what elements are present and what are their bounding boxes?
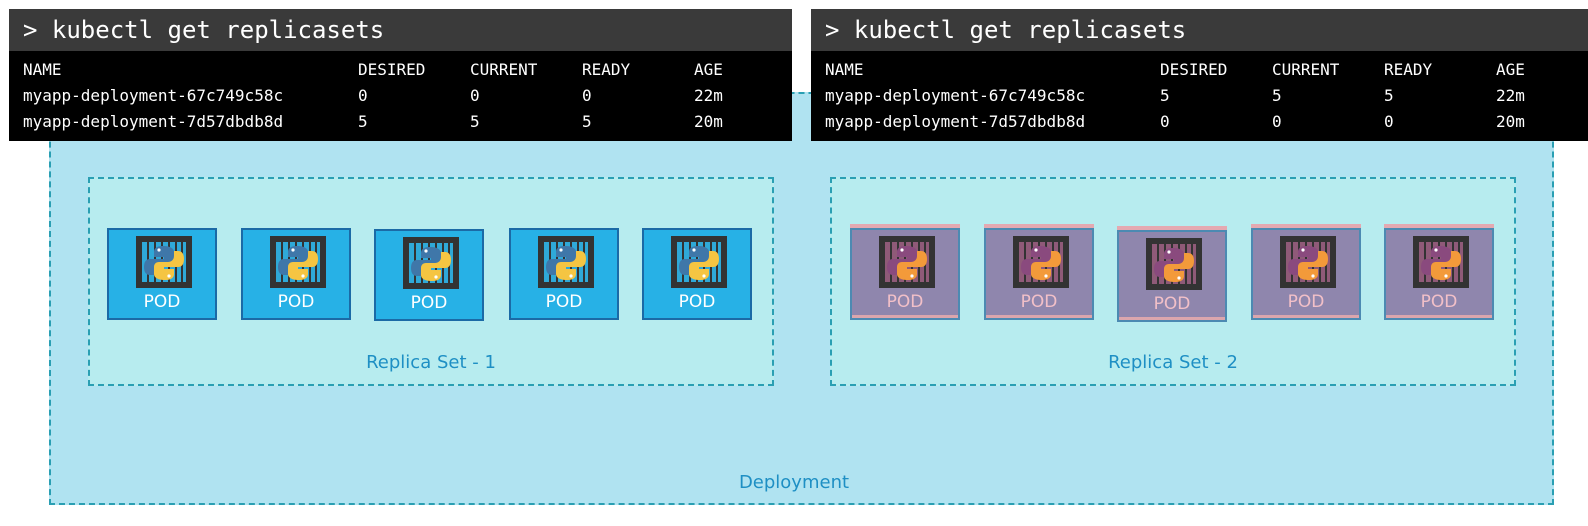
column-header: NAME: [825, 60, 864, 79]
pod-label: POD: [1153, 294, 1191, 314]
replicaset-table: NAME DESIRED CURRENT READY AGE myapp-dep…: [825, 59, 1525, 137]
pod-label: POD: [886, 292, 924, 312]
pod-rs1-5: POD: [642, 228, 752, 320]
pod-rs2-1: POD: [850, 228, 960, 320]
pod-label: POD: [545, 292, 583, 312]
pod-rs2-3: POD: [1117, 230, 1227, 322]
table-cell: 0: [1160, 112, 1170, 131]
table-cell: 5: [470, 112, 480, 131]
python-container-icon: [1280, 236, 1336, 288]
pod-label: POD: [1287, 292, 1325, 312]
column-header: READY: [1384, 60, 1433, 79]
table-header-row: NAME DESIRED CURRENT READY AGE: [825, 59, 1525, 85]
terminal-command: > kubectl get replicasets: [811, 9, 1588, 51]
column-header: AGE: [694, 60, 723, 79]
pod-rs2-2: POD: [984, 228, 1094, 320]
python-container-icon: [671, 236, 727, 288]
table-row: myapp-deployment-67c749c58c 5 5 5 22m: [825, 85, 1525, 111]
replica-set-1-label: Replica Set - 1: [366, 352, 496, 373]
table-row: myapp-deployment-7d57dbdb8d 0 0 0 20m: [825, 111, 1525, 137]
table-cell: 0: [470, 86, 480, 105]
replica-set-2-label: Replica Set - 2: [1108, 352, 1238, 373]
table-cell: 5: [1384, 86, 1394, 105]
pod-rs2-4: POD: [1251, 228, 1361, 320]
table-cell: 0: [582, 86, 592, 105]
table-cell: 0: [1384, 112, 1394, 131]
table-cell: 22m: [694, 86, 723, 105]
pod-rs1-2: POD: [241, 228, 351, 320]
table-cell: myapp-deployment-7d57dbdb8d: [825, 112, 1086, 131]
terminal-1: > kubectl get replicasets NAME DESIRED C…: [9, 9, 792, 141]
table-cell: myapp-deployment-67c749c58c: [23, 86, 284, 105]
column-header: CURRENT: [470, 60, 538, 79]
column-header: CURRENT: [1272, 60, 1340, 79]
column-header: DESIRED: [358, 60, 426, 79]
python-container-icon: [1146, 238, 1202, 290]
column-header: READY: [582, 60, 631, 79]
python-container-icon: [1413, 236, 1469, 288]
python-container-icon: [403, 237, 459, 289]
table-cell: 5: [1272, 86, 1282, 105]
pod-label: POD: [410, 293, 448, 313]
pod-label: POD: [678, 292, 716, 312]
terminal-2: > kubectl get replicasets NAME DESIRED C…: [811, 9, 1588, 141]
pod-label: POD: [1420, 292, 1458, 312]
table-cell: myapp-deployment-7d57dbdb8d: [23, 112, 284, 131]
deployment-label: Deployment: [738, 472, 850, 493]
table-row: myapp-deployment-7d57dbdb8d 5 5 5 20m: [23, 111, 723, 137]
table-cell: 5: [1160, 86, 1170, 105]
table-cell: myapp-deployment-67c749c58c: [825, 86, 1086, 105]
pod-rs2-5: POD: [1384, 228, 1494, 320]
pod-label: POD: [277, 292, 315, 312]
column-header: AGE: [1496, 60, 1525, 79]
table-row: myapp-deployment-67c749c58c 0 0 0 22m: [23, 85, 723, 111]
table-cell: 20m: [694, 112, 723, 131]
column-header: DESIRED: [1160, 60, 1228, 79]
python-container-icon: [270, 236, 326, 288]
pod-label: POD: [1020, 292, 1058, 312]
table-cell: 5: [582, 112, 592, 131]
pod-rs1-3: POD: [374, 229, 484, 321]
table-cell: 20m: [1496, 112, 1525, 131]
replicaset-table: NAME DESIRED CURRENT READY AGE myapp-dep…: [23, 59, 723, 137]
terminal-command: > kubectl get replicasets: [9, 9, 792, 51]
table-cell: 5: [358, 112, 368, 131]
pod-label: POD: [143, 292, 181, 312]
python-container-icon: [1013, 236, 1069, 288]
pod-rs1-1: POD: [107, 228, 217, 320]
table-cell: 0: [358, 86, 368, 105]
table-header-row: NAME DESIRED CURRENT READY AGE: [23, 59, 723, 85]
table-cell: 22m: [1496, 86, 1525, 105]
python-container-icon: [136, 236, 192, 288]
python-container-icon: [538, 236, 594, 288]
pod-rs1-4: POD: [509, 228, 619, 320]
column-header: NAME: [23, 60, 62, 79]
python-container-icon: [879, 236, 935, 288]
table-cell: 0: [1272, 112, 1282, 131]
